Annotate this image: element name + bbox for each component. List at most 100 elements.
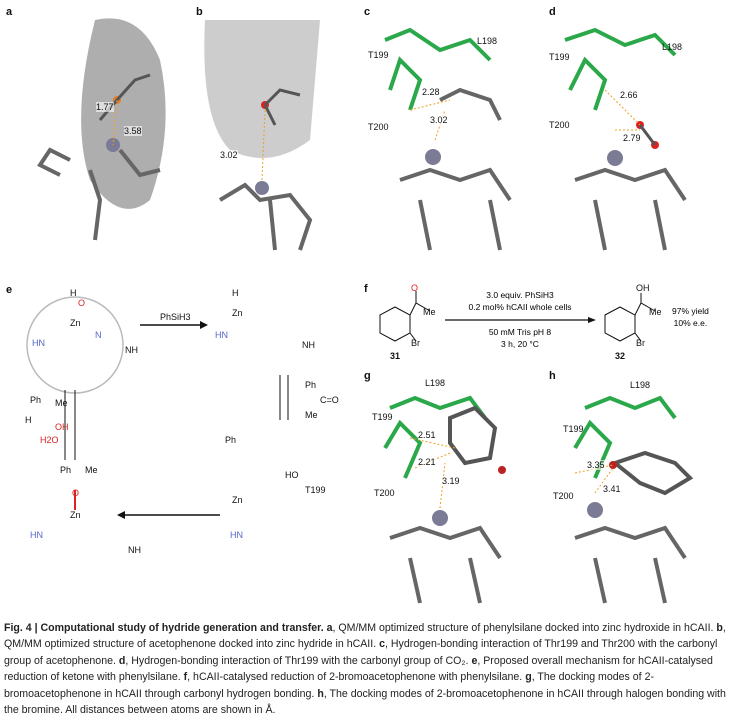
ee: 10% e.e. bbox=[673, 318, 708, 328]
panel-c: c T199 L198 T200 2.28 3.02 bbox=[360, 0, 545, 265]
residue-label: T200 bbox=[549, 120, 570, 130]
atom-label: H2O bbox=[40, 435, 59, 445]
atom-label: O bbox=[411, 283, 419, 293]
distance-label: 1.77 bbox=[96, 102, 114, 112]
panel-a: a 1.77 3.58 bbox=[0, 0, 190, 265]
residue-label: L198 bbox=[662, 42, 683, 52]
panel-g-structure bbox=[383, 395, 506, 604]
atom-label: Me bbox=[55, 398, 68, 408]
panel-b: b 3.02 bbox=[190, 0, 360, 265]
atom-label: O bbox=[72, 488, 80, 498]
reaction-scheme bbox=[379, 291, 656, 342]
condition: 0.2 mol% hCAII whole cells bbox=[468, 302, 572, 312]
panel-g: g L198 T199 T200 2.51 2.21 3.19 bbox=[360, 368, 545, 608]
caption-text: , QM/MM optimized structure of phenylsil… bbox=[332, 622, 714, 634]
caption-key: d bbox=[118, 654, 126, 667]
panel-e-mechanism: e H O Zn HN N NH PhSiH3 H Zn HN NH Ph C=… bbox=[0, 280, 360, 610]
panel-label: b bbox=[196, 6, 203, 18]
panel-a-structure bbox=[37, 18, 166, 241]
compound-number: 32 bbox=[615, 351, 626, 361]
atom-label: N bbox=[95, 330, 102, 340]
residue-label: L198 bbox=[425, 378, 446, 388]
caption-key: e bbox=[471, 654, 478, 667]
caption-title: Fig. 4 | Computational study of hydride … bbox=[4, 622, 324, 634]
distance-label: 2.66 bbox=[620, 90, 638, 100]
panel-d: d T199 L198 T200 2.66 2.79 bbox=[545, 0, 738, 265]
conditions-top: 3.0 equiv. PhSiH3 0.2 mol% hCAII whole c… bbox=[445, 289, 595, 313]
atom-label: H bbox=[232, 288, 239, 298]
atom-label: H bbox=[25, 415, 32, 425]
panel-d-structure bbox=[564, 27, 687, 251]
caption-key: g bbox=[525, 671, 532, 684]
caption-key: h bbox=[317, 687, 324, 700]
panel-h: h L198 T199 T200 3.35 3.41 bbox=[545, 368, 738, 608]
atom-label: OH bbox=[636, 283, 650, 293]
atom-label: Zn bbox=[70, 510, 81, 520]
atom-label: Me bbox=[649, 307, 662, 317]
distance-label: 3.19 bbox=[442, 476, 460, 486]
reagent-label: PhSiH3 bbox=[160, 312, 191, 322]
atom-label: Me bbox=[305, 410, 318, 420]
condition: 50 mM Tris pH 8 bbox=[488, 327, 552, 337]
panel-c-structure bbox=[384, 27, 512, 251]
residue-label: L198 bbox=[477, 36, 498, 46]
atom-label: HN bbox=[230, 530, 243, 540]
caption-text: , The docking modes of 2-bromoacetopheno… bbox=[4, 687, 726, 714]
atom-label: OH bbox=[55, 422, 69, 432]
panel-b-structure bbox=[204, 20, 320, 251]
atom-label: Ph bbox=[225, 435, 237, 445]
distance-label: 3.35 bbox=[587, 460, 605, 470]
panel-label: g bbox=[364, 370, 371, 382]
caption-key: f bbox=[183, 671, 188, 684]
panel-label: h bbox=[549, 370, 556, 382]
atom-label: Br bbox=[636, 338, 645, 348]
panel-label: e bbox=[6, 284, 13, 296]
distance-label: 3.02 bbox=[430, 115, 448, 125]
caption-text: , QM/MM optimized structure of acetophen… bbox=[4, 622, 726, 651]
caption-key: c bbox=[379, 638, 386, 651]
yield: 97% yield bbox=[672, 306, 709, 316]
atom-label: HN bbox=[30, 530, 43, 540]
atom-label: HO bbox=[285, 470, 299, 480]
caption-key: a bbox=[326, 622, 333, 634]
atom-label: NH bbox=[128, 545, 141, 555]
result: 97% yield 10% e.e. bbox=[672, 305, 709, 329]
caption-text: , Hydrogen-bonding interaction of Thr199… bbox=[125, 654, 469, 667]
caption-text: , hCAII-catalysed reduction of 2-bromoac… bbox=[187, 671, 523, 684]
panel-label: c bbox=[364, 6, 371, 18]
atom-label: Zn bbox=[232, 495, 243, 505]
atom-label: Ph bbox=[60, 465, 72, 475]
caption-text: , Hydrogen-bonding interaction of Thr199… bbox=[4, 638, 718, 667]
mechanism-arrows bbox=[26, 296, 289, 519]
distance-label: 2.51 bbox=[418, 430, 436, 440]
residue-label: T200 bbox=[374, 488, 395, 498]
condition: 3 h, 20 °C bbox=[501, 339, 539, 349]
distance-label: 2.21 bbox=[418, 457, 436, 467]
atom-label: Br bbox=[411, 338, 420, 348]
distance-label: 3.41 bbox=[603, 484, 621, 494]
residue-label: T199 bbox=[563, 424, 584, 434]
atom-label: Zn bbox=[70, 318, 81, 328]
panel-label: f bbox=[364, 283, 368, 295]
caption-text: , Proposed overall mechanism for hCAII-c… bbox=[4, 654, 713, 684]
residue-label: T199 bbox=[372, 412, 393, 422]
atom-label: Me bbox=[85, 465, 98, 475]
panel-label: d bbox=[549, 6, 556, 18]
distance-label: 2.79 bbox=[623, 133, 641, 143]
atom-label: NH bbox=[125, 345, 138, 355]
conditions-bottom: 50 mM Tris pH 8 3 h, 20 °C bbox=[445, 326, 595, 350]
atom-label: HN bbox=[215, 330, 228, 340]
residue-label: T199 bbox=[549, 52, 570, 62]
distance-label: 2.28 bbox=[422, 87, 440, 97]
atom-label: HN bbox=[32, 338, 45, 348]
distance-label: 3.58 bbox=[124, 126, 142, 136]
residue-label: T200 bbox=[553, 491, 574, 501]
caption-key: b bbox=[716, 622, 723, 634]
atom-label: C=O bbox=[320, 395, 339, 405]
distance-label: 3.02 bbox=[220, 150, 238, 160]
condition: 3.0 equiv. PhSiH3 bbox=[486, 290, 554, 300]
residue-label: T200 bbox=[368, 122, 389, 132]
residue-label: T199 bbox=[368, 50, 389, 60]
panel-f-reaction: f O Me Br 31 3.0 equiv. PhSiH3 0.2 mol% … bbox=[360, 283, 738, 365]
